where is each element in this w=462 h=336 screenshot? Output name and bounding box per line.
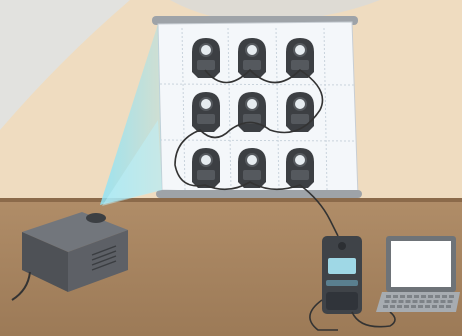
light-sensor	[286, 92, 314, 132]
sensor-array	[192, 38, 314, 188]
light-sensor	[238, 92, 266, 132]
light-sensor	[286, 38, 314, 78]
table-edge	[0, 198, 462, 202]
light-sensor	[192, 92, 220, 132]
screen-bottom-bar	[156, 190, 362, 198]
meter-knob	[338, 242, 346, 250]
meter-bar	[326, 280, 358, 286]
light-sensor	[238, 148, 266, 188]
light-sensor	[286, 148, 314, 188]
meter-base	[326, 292, 358, 310]
projector-lens	[86, 213, 106, 223]
light-sensor	[192, 148, 220, 188]
laptop-screen	[391, 241, 451, 287]
laptop	[376, 236, 460, 312]
meter-display	[328, 258, 356, 274]
